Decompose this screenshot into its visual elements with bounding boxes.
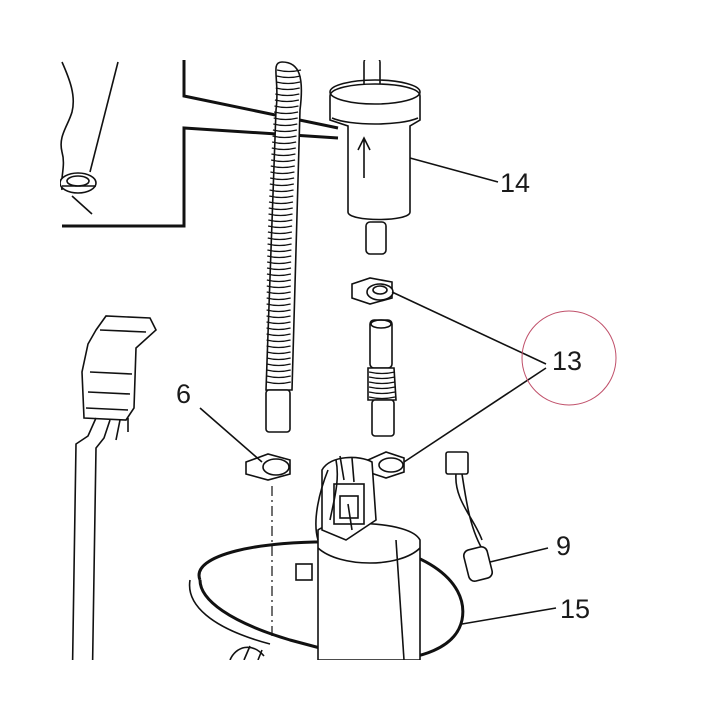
hose-rib (273, 123, 298, 127)
hose-rib (266, 279, 291, 283)
leader-6 (199, 407, 263, 463)
hose-rib (272, 141, 297, 145)
hose-rib (270, 159, 296, 163)
highlight-circle (521, 310, 617, 406)
level-sensor (445, 451, 494, 582)
hose-rib (267, 243, 292, 247)
hose-rib (274, 105, 299, 109)
hose-rib (266, 351, 291, 355)
hose-rib (266, 285, 291, 289)
fuel-pump-assembly (188, 455, 465, 662)
hose-rib (267, 237, 292, 241)
callout-14: 14 (500, 168, 530, 198)
hose-rib (267, 249, 292, 253)
hose-rib (266, 369, 291, 373)
corrugated-fuel-hose (265, 61, 303, 433)
hose-rib (276, 81, 301, 85)
hose-rib (271, 153, 296, 157)
inset-detail-view (59, 60, 339, 228)
leader-14 (409, 157, 499, 183)
hose-rib (368, 386, 396, 390)
hose-rib (272, 135, 297, 139)
hose-clip-lower-right (367, 451, 405, 479)
hose-rib (368, 371, 396, 375)
hose-rib (276, 75, 301, 79)
hose-rib (266, 375, 291, 379)
hose-rib (266, 321, 291, 325)
leader-9 (489, 547, 549, 563)
hose-rib (267, 255, 292, 259)
hose-rib (268, 201, 294, 205)
hose-rib (368, 376, 396, 380)
hose-rib (271, 147, 296, 151)
hose-rib (266, 315, 291, 319)
hose-rib (266, 363, 291, 367)
hose-rib (368, 381, 396, 385)
hose-rib (266, 357, 291, 361)
leader-15 (461, 607, 557, 625)
hose-clamp-icon (59, 172, 97, 194)
hose-rib (266, 267, 292, 271)
hose-rib (270, 165, 295, 169)
leader-13a (391, 291, 547, 365)
hose-rib (269, 183, 294, 187)
hose-rib (266, 261, 292, 265)
hose-rib (270, 171, 295, 175)
callout-15: 15 (560, 594, 590, 624)
hose-rib (266, 309, 291, 313)
hose-rib (267, 225, 293, 229)
hose-clip-upper (351, 277, 394, 305)
hose-rib (267, 231, 293, 235)
hose-rib (273, 111, 299, 115)
hose-rib (266, 327, 291, 331)
hose-rib (266, 339, 291, 343)
hose-rib (268, 207, 293, 211)
hose-rib (268, 213, 293, 217)
hose-rib (275, 87, 300, 91)
hose-rib (266, 291, 291, 295)
callout-6: 6 (176, 379, 191, 409)
hose-rib (276, 69, 302, 73)
hose-rib (266, 297, 291, 301)
hose-rib (269, 177, 295, 181)
hose-rib (272, 129, 298, 133)
hose-rib (266, 273, 292, 277)
hose-rib (275, 93, 300, 97)
hose-rib (266, 303, 291, 307)
fuel-filter (329, 57, 421, 255)
callout-13: 13 (552, 346, 582, 376)
wiring-harness-connector (71, 315, 157, 701)
short-fuel-hose (367, 319, 397, 437)
hose-rib (268, 219, 293, 223)
hose-rib (368, 396, 396, 400)
hose-rib (269, 195, 294, 199)
hose-rib (274, 99, 300, 103)
hose-rib (273, 117, 298, 121)
hose-rib (266, 381, 291, 385)
leader-13b (403, 367, 547, 463)
hose-rib (266, 333, 291, 337)
callout-9: 9 (556, 531, 571, 561)
hose-rib (269, 189, 294, 193)
hose-rib (266, 345, 291, 349)
hose-clip-lower-left (245, 453, 291, 481)
hose-rib (368, 391, 396, 395)
